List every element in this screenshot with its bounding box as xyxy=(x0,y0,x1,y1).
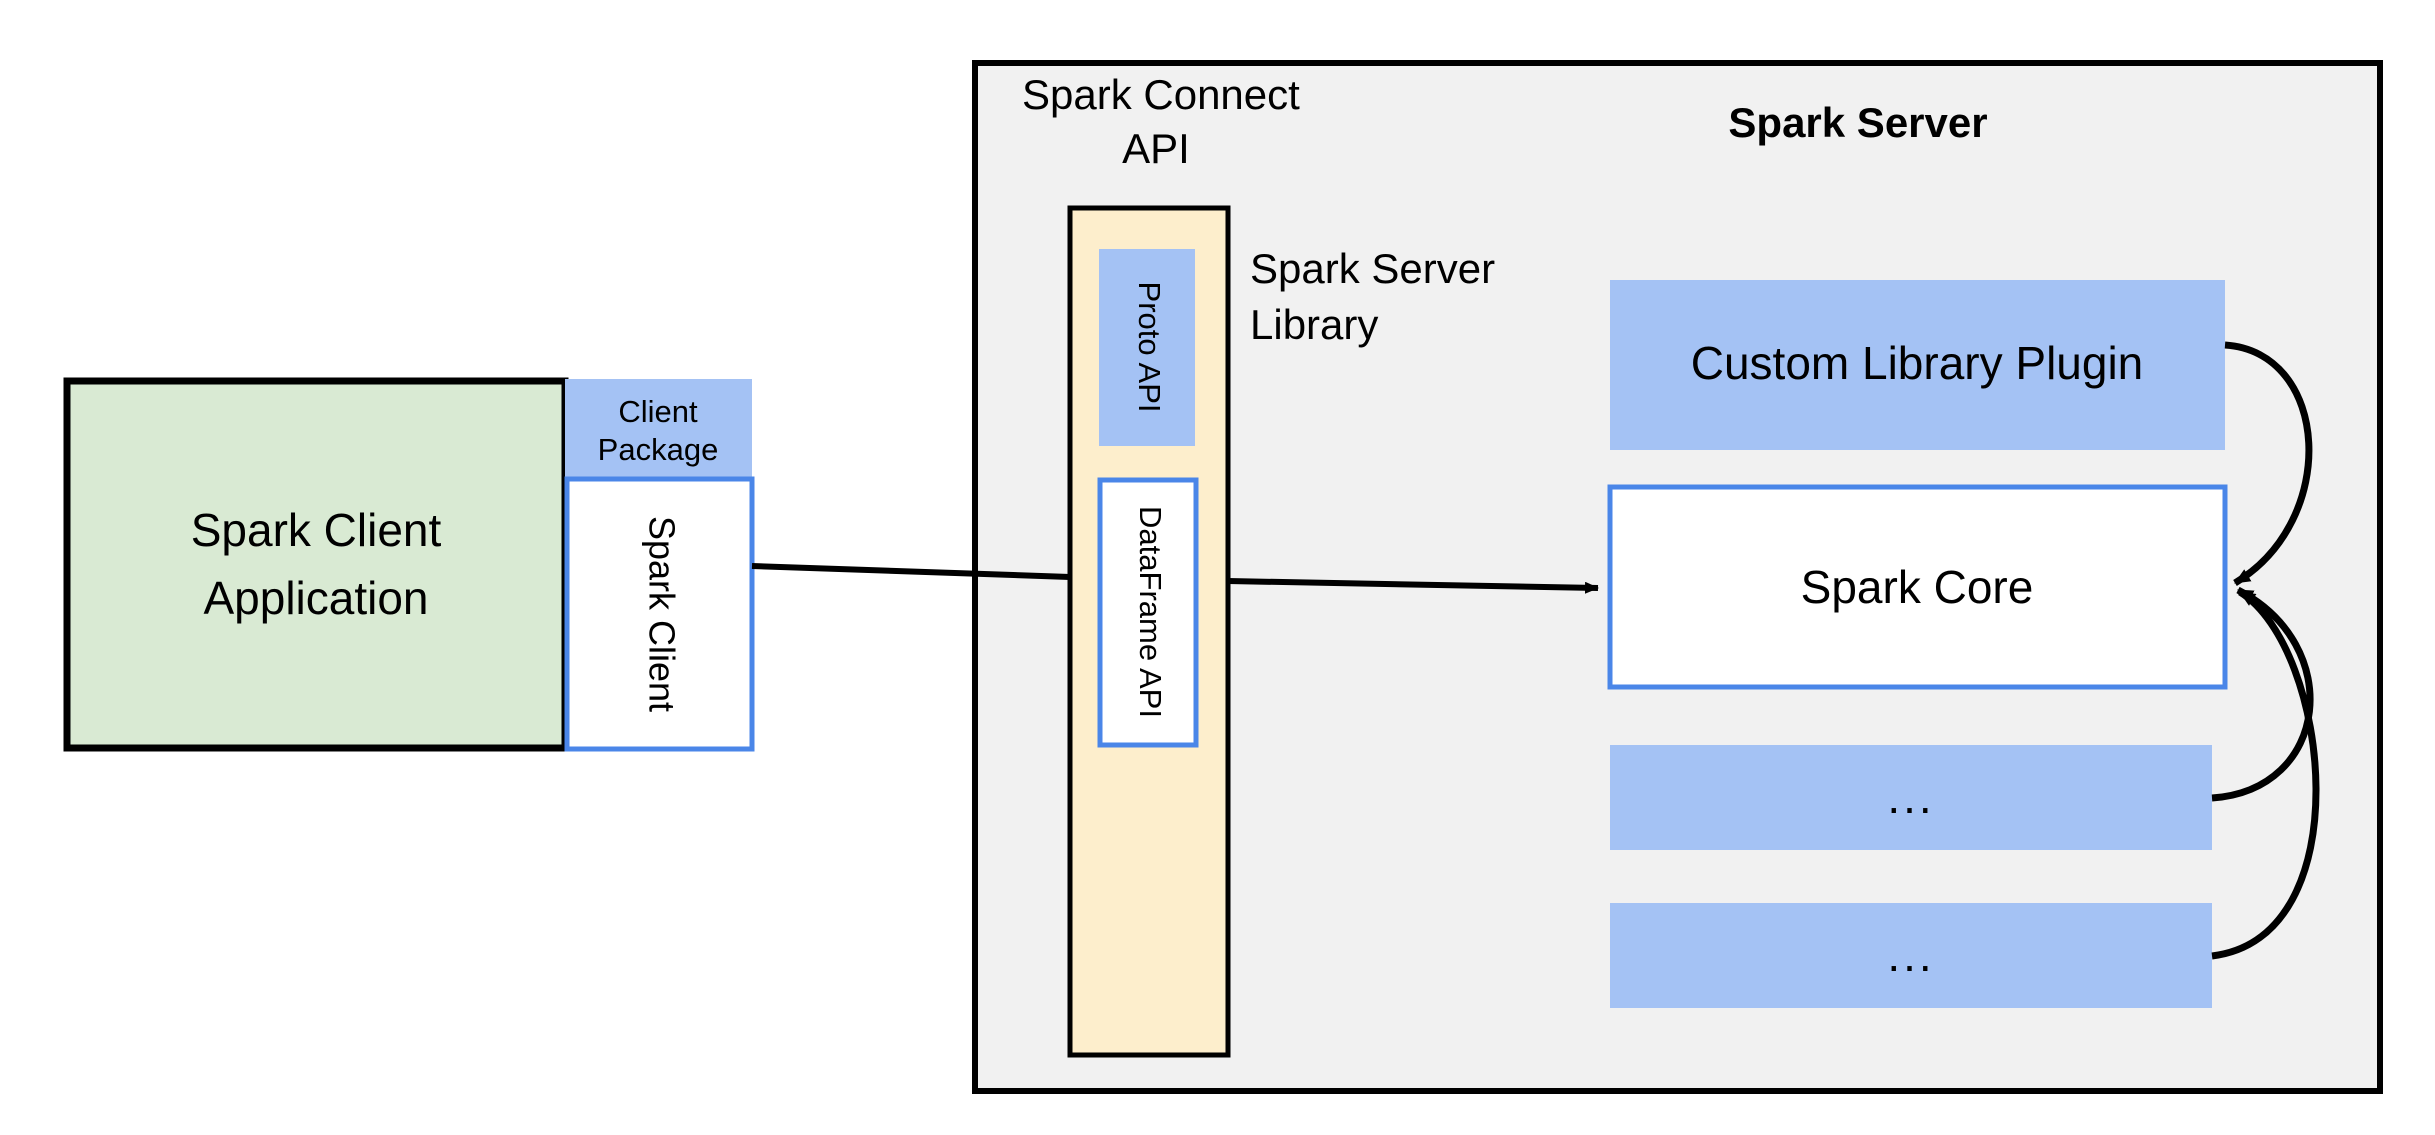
spark-client-application-rect xyxy=(63,377,569,752)
spark-client-application-label-line2: Application xyxy=(203,572,428,624)
spark-connect-api-label-line2: API xyxy=(1122,125,1190,172)
client-to-api-connector xyxy=(751,563,1071,580)
spark-core-rect xyxy=(1607,484,2228,690)
dots-box-2-to-spark-core-arrow xyxy=(2211,589,2320,960)
spark-server-library-label: Spark Server Library xyxy=(1250,245,1495,348)
client-package-label-line2: Package xyxy=(598,432,719,467)
spark-core-label: Spark Core xyxy=(1801,561,2034,613)
client-package-rect xyxy=(565,379,752,479)
proto-api-label: Proto API xyxy=(1132,282,1167,413)
proto-api-rect xyxy=(1099,249,1195,446)
spark-client-to-api-stack-line xyxy=(751,563,1071,580)
spark-client-label: Spark Client xyxy=(641,516,682,712)
proto-api-box[interactable]: Proto API xyxy=(1099,249,1195,446)
dots-box-2-rect xyxy=(1610,903,2212,1008)
spark-client-box[interactable]: Spark Client xyxy=(564,476,755,752)
api-to-core-connector xyxy=(1227,578,1599,594)
client-package-label-line1: Client xyxy=(618,394,698,429)
spark-client-application-box[interactable]: Spark Client Application xyxy=(63,377,569,752)
dots-box-2-label: ... xyxy=(1887,929,1934,981)
plugin-to-core-connectors xyxy=(2211,341,2320,960)
dataframe-api-box[interactable]: DataFrame API xyxy=(1097,477,1199,748)
spark-server-library-label-line1: Spark Server xyxy=(1250,245,1495,292)
custom-library-plugin-rect xyxy=(1610,280,2225,450)
dots-box-2[interactable]: ... xyxy=(1610,903,2212,1008)
spark-connect-api-stack[interactable]: Proto API DataFrame API xyxy=(1067,205,1231,1058)
api-stack-to-spark-core-arrow xyxy=(1227,578,1599,594)
dots-box-1-label: ... xyxy=(1887,771,1934,823)
dots-box-1[interactable]: ... xyxy=(1610,745,2212,850)
dataframe-api-rect xyxy=(1097,477,1199,748)
dots-box-1-rect xyxy=(1610,745,2212,850)
spark-client-rect xyxy=(564,476,755,752)
custom-library-plugin-to-spark-core-arrow xyxy=(2224,341,2313,586)
custom-library-plugin-box[interactable]: Custom Library Plugin xyxy=(1610,280,2225,450)
spark-connect-api-label-line1: Spark Connect xyxy=(1022,71,1300,118)
spark-server-library-label-line2: Library xyxy=(1250,301,1378,348)
spark-server-title: Spark Server xyxy=(1728,99,1987,146)
spark-connect-api-label: Spark Connect API xyxy=(1022,71,1300,172)
spark-client-application-label-line1: Spark Client xyxy=(191,504,442,556)
custom-library-plugin-label: Custom Library Plugin xyxy=(1691,337,2144,389)
client-package-box[interactable]: Client Package xyxy=(565,379,752,479)
spark-core-box[interactable]: Spark Core xyxy=(1607,484,2228,690)
dataframe-api-label: DataFrame API xyxy=(1133,506,1168,718)
